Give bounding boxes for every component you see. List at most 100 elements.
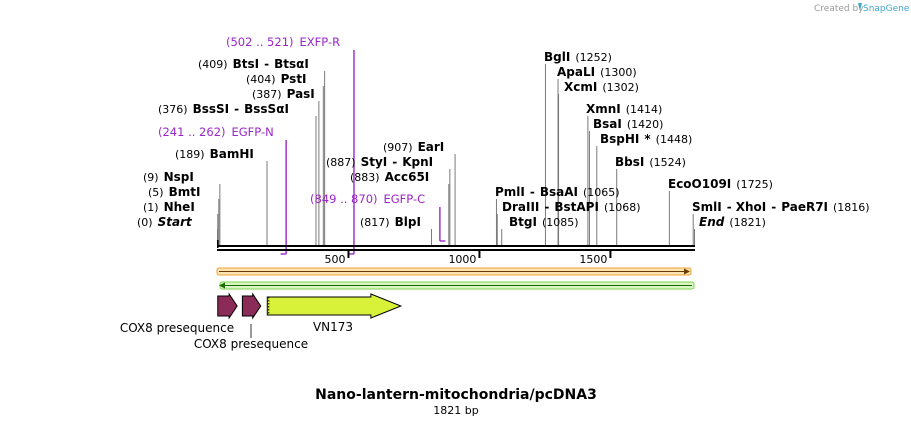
enzyme-label-end[interactable]: End (1821) xyxy=(699,215,766,229)
site-position: (376) xyxy=(158,103,188,116)
enzyme-label-start[interactable]: (0) Start xyxy=(137,215,193,229)
enzyme-label-acc65i[interactable]: (883)Acc65I xyxy=(350,170,429,184)
enzyme-label-ecoo109i[interactable]: EcoO109I(1725) xyxy=(668,177,773,191)
enzyme-label-apali[interactable]: ApaLI(1300) xyxy=(557,65,637,79)
enzyme-label-bamhi[interactable]: (189)BamHI xyxy=(175,147,254,161)
primer-egfp-n[interactable]: (241 .. 262) EGFP-N xyxy=(158,125,287,255)
enzyme-name: BstAPI xyxy=(554,200,599,214)
enzyme-label-blpi[interactable]: (817)BlpI xyxy=(360,215,421,229)
enzyme-label-btsi[interactable]: (409)BtsI-BtsαI xyxy=(198,57,309,71)
label-separator: - xyxy=(544,200,549,214)
enzyme-label-text: (883)Acc65I xyxy=(350,170,429,184)
primer-egfp-c[interactable]: (849 .. 870)EGFP-C xyxy=(310,192,446,242)
enzyme-name: BssSI xyxy=(193,102,230,116)
enzyme-name: NheI xyxy=(164,200,195,214)
site-position: (1821) xyxy=(729,216,766,229)
enzyme-label-text: XmnI(1414) xyxy=(586,102,662,116)
enzyme-label-smli[interactable]: SmlI-XhoI-PaeR7I(1816) xyxy=(692,200,870,214)
primer-exfp-r[interactable]: (502 .. 521)EXFP-R xyxy=(226,35,355,255)
enzyme-label-text: (409)BtsI-BtsαI xyxy=(198,57,309,71)
enzyme-label-text: (1) NheI xyxy=(143,200,195,214)
feature-label: COX8 presequence xyxy=(194,337,308,351)
ruler-tick-label: 500 xyxy=(324,253,345,266)
enzyme-name: End xyxy=(699,215,725,229)
enzyme-label-pasi[interactable]: (387)PasI xyxy=(252,87,315,101)
enzyme-label-pmli[interactable]: PmlI-BsaAI (1065) xyxy=(495,185,620,199)
enzyme-label-text: (9)NspI xyxy=(143,170,194,184)
enzyme-name: XhoI xyxy=(736,200,767,214)
enzyme-labels: (0) Start(1) NheI(5)BmtI(9)NspI (189)BamHI (… xyxy=(137,50,870,229)
brand-text: SnapGene xyxy=(863,4,910,14)
enzyme-label-eari[interactable]: (907)EarI xyxy=(383,140,444,154)
label-separator: - xyxy=(530,185,535,199)
enzyme-label-bbsi[interactable]: BbsI(1524) xyxy=(615,155,686,169)
enzyme-name: PaeR7I xyxy=(781,200,828,214)
enzyme-label-text: BsaI(1420) xyxy=(593,117,663,131)
forward-strand-arrow xyxy=(216,267,692,276)
sequence-backbone xyxy=(217,240,695,251)
ruler-tick-label: 1500 xyxy=(579,253,607,266)
enzyme-name: EarI xyxy=(418,140,445,154)
enzyme-label-text: ApaLI(1300) xyxy=(557,65,637,79)
site-position: (409) xyxy=(198,58,228,71)
primer-range: (849 .. 870) xyxy=(310,192,378,206)
primer-name: EGFP-N xyxy=(232,125,274,139)
enzyme-name: PmlI xyxy=(495,185,525,199)
site-position: (887) xyxy=(326,156,356,169)
enzyme-label-text: SmlI-XhoI-PaeR7I(1816) xyxy=(692,200,870,214)
enzyme-label-xmni[interactable]: XmnI(1414) xyxy=(586,102,662,116)
feature-arrow xyxy=(217,292,238,320)
feature-arrow xyxy=(241,292,262,320)
enzyme-name: ApaLI xyxy=(557,65,595,79)
enzyme-label-text: (404)PstI xyxy=(246,72,307,86)
enzyme-name: * xyxy=(644,132,651,146)
primer-label: (849 .. 870)EGFP-C xyxy=(310,192,425,206)
reverse-strand-arrow xyxy=(219,281,695,290)
enzyme-label-text: (907)EarI xyxy=(383,140,444,154)
enzyme-label-bsphi[interactable]: BspHI*(1448) xyxy=(600,132,692,146)
enzyme-name: XcmI xyxy=(564,80,597,94)
enzyme-label-bsai[interactable]: BsaI(1420) xyxy=(593,117,663,131)
site-position: (1065) xyxy=(583,186,620,199)
enzyme-label-bgli[interactable]: BglI(1252) xyxy=(544,50,612,64)
site-position: (0) xyxy=(137,216,153,229)
enzyme-label-text: XcmI(1302) xyxy=(564,80,639,94)
enzyme-name: EcoO109I xyxy=(668,177,731,191)
enzyme-label-bsssi[interactable]: (376)BssSI-BssSαI xyxy=(158,102,289,116)
enzyme-label-xcmi[interactable]: XcmI(1302) xyxy=(564,80,639,94)
enzyme-label-styi[interactable]: (887)StyI-KpnI xyxy=(326,155,433,169)
enzyme-name: BtsαI xyxy=(274,57,309,71)
feature-cox8-2[interactable]: COX8 presequence xyxy=(194,292,308,351)
site-position: (1) xyxy=(143,201,159,214)
feature-arrow xyxy=(266,293,403,319)
feature-label: VN173 xyxy=(313,320,353,334)
enzyme-label-nspi[interactable]: (9)NspI xyxy=(143,170,194,184)
ruler-tick xyxy=(609,251,612,258)
feature-cox8-1[interactable]: COX8 presequence xyxy=(120,292,238,335)
site-position: (817) xyxy=(360,216,390,229)
primer-range: (241 .. 262) xyxy=(158,125,226,139)
ruler-tick xyxy=(347,251,350,258)
site-position: (1085) xyxy=(542,216,579,229)
map-title: Nano-lantern-mitochondria/pcDNA3 xyxy=(315,387,597,403)
enzyme-name: BsaAI xyxy=(540,185,578,199)
enzyme-label-text: DraIII-BstAPI(1068) xyxy=(502,200,641,214)
map-subtitle: 1821 bp xyxy=(433,404,478,417)
enzyme-name: BtsI xyxy=(233,57,260,71)
enzyme-name: Acc65I xyxy=(385,170,430,184)
enzyme-label-btgi[interactable]: BtgI(1085) xyxy=(509,215,579,229)
enzyme-label-nhei[interactable]: (1) NheI xyxy=(143,200,195,214)
enzyme-name: BmtI xyxy=(169,185,201,199)
enzyme-name: BamHI xyxy=(210,147,254,161)
enzyme-label-text: BspHI*(1448) xyxy=(600,132,692,146)
enzyme-label-draiii[interactable]: DraIII-BstAPI(1068) xyxy=(502,200,641,214)
cut-lines xyxy=(217,64,695,245)
site-position: (387) xyxy=(252,88,282,101)
feature-vn173[interactable]: VN173 xyxy=(266,293,403,334)
enzyme-name: Start xyxy=(158,215,193,229)
label-separator: - xyxy=(392,155,397,169)
enzyme-label-psti[interactable]: (404)PstI xyxy=(246,72,307,86)
site-position: (404) xyxy=(246,73,276,86)
enzyme-label-bmti[interactable]: (5)BmtI xyxy=(148,185,200,199)
enzyme-label-text: PmlI-BsaAI (1065) xyxy=(495,185,620,199)
